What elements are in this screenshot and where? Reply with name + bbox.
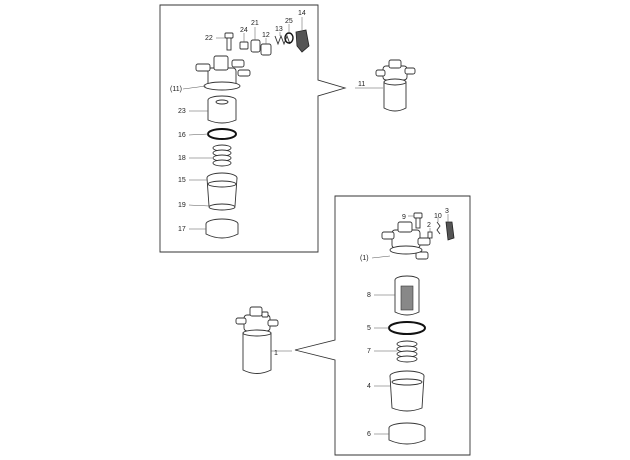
callout-22: 22 — [205, 35, 213, 42]
top-callout-labels: 22 24 21 12 13 25 14 (11) 23 16 18 15 19… — [170, 10, 306, 233]
part-15-cup — [206, 172, 238, 210]
part-17-ring-nut — [205, 218, 239, 239]
assembly-11-illustration: 11 — [355, 59, 416, 112]
callout-17: 17 — [178, 226, 186, 233]
part-22-bolt — [224, 32, 234, 51]
part-24-fitting — [239, 41, 249, 50]
callout-23: 23 — [178, 108, 186, 115]
callout-12: 12 — [262, 32, 270, 39]
bottom-leader-lines — [371, 214, 449, 435]
top-filter-head — [195, 55, 251, 91]
part-4-cup — [389, 370, 425, 412]
part-10-spring — [436, 221, 441, 235]
part-18-spring — [212, 144, 232, 167]
callout-7: 7 — [367, 348, 371, 355]
bottom-callout-labels: 9 2 10 3 (1) 8 5 7 4 6 — [360, 208, 449, 438]
assembly-1-label: 1 — [274, 350, 278, 357]
top-exploded-frame: 22 24 21 12 13 25 14 (11) 23 16 18 15 19… — [159, 4, 347, 253]
callout-18: 18 — [178, 155, 186, 162]
callout-14: 14 — [298, 10, 306, 17]
callout-15: 15 — [178, 177, 186, 184]
callout-21: 21 — [251, 20, 259, 27]
bottom-frame-outline — [294, 195, 471, 456]
top-leader-lines — [182, 17, 303, 230]
assembly-1-illustration: 1 — [235, 306, 292, 374]
callout-19: 19 — [178, 202, 186, 209]
callout-6: 6 — [367, 431, 371, 438]
assembly-11-label: 11 — [358, 81, 365, 88]
callout-8: 8 — [367, 292, 371, 299]
part-7-spring — [396, 340, 418, 363]
callout-3: 3 — [445, 208, 449, 215]
callout-16: 16 — [178, 132, 186, 139]
part-6-ring-nut — [388, 422, 426, 445]
callout-1-paren: (1) — [360, 255, 369, 262]
part-16-o-ring — [207, 128, 237, 140]
part-23-element — [207, 95, 237, 124]
part-21-nut — [250, 39, 261, 53]
callout-11-paren: (11) — [170, 86, 182, 93]
callout-9: 9 — [402, 214, 406, 221]
part-9-bolt — [413, 212, 423, 229]
top-frame-outline — [159, 4, 347, 253]
bottom-filter-head — [381, 221, 431, 260]
callout-13: 13 — [275, 26, 283, 33]
callout-4: 4 — [367, 383, 371, 390]
part-19-ring — [208, 203, 236, 211]
part-12-connector — [260, 43, 272, 56]
callout-5: 5 — [367, 325, 371, 332]
part-3-lever — [445, 221, 455, 241]
callout-25: 25 — [285, 18, 293, 25]
part-14-lever — [295, 29, 310, 53]
part-5-o-ring — [388, 321, 426, 335]
callout-10: 10 — [434, 213, 442, 220]
part-2-pin — [427, 231, 433, 239]
callout-24: 24 — [240, 27, 248, 34]
part-8-element — [394, 275, 420, 316]
bottom-exploded-frame: 9 2 10 3 (1) 8 5 7 4 6 — [294, 195, 471, 456]
callout-2: 2 — [427, 222, 431, 229]
